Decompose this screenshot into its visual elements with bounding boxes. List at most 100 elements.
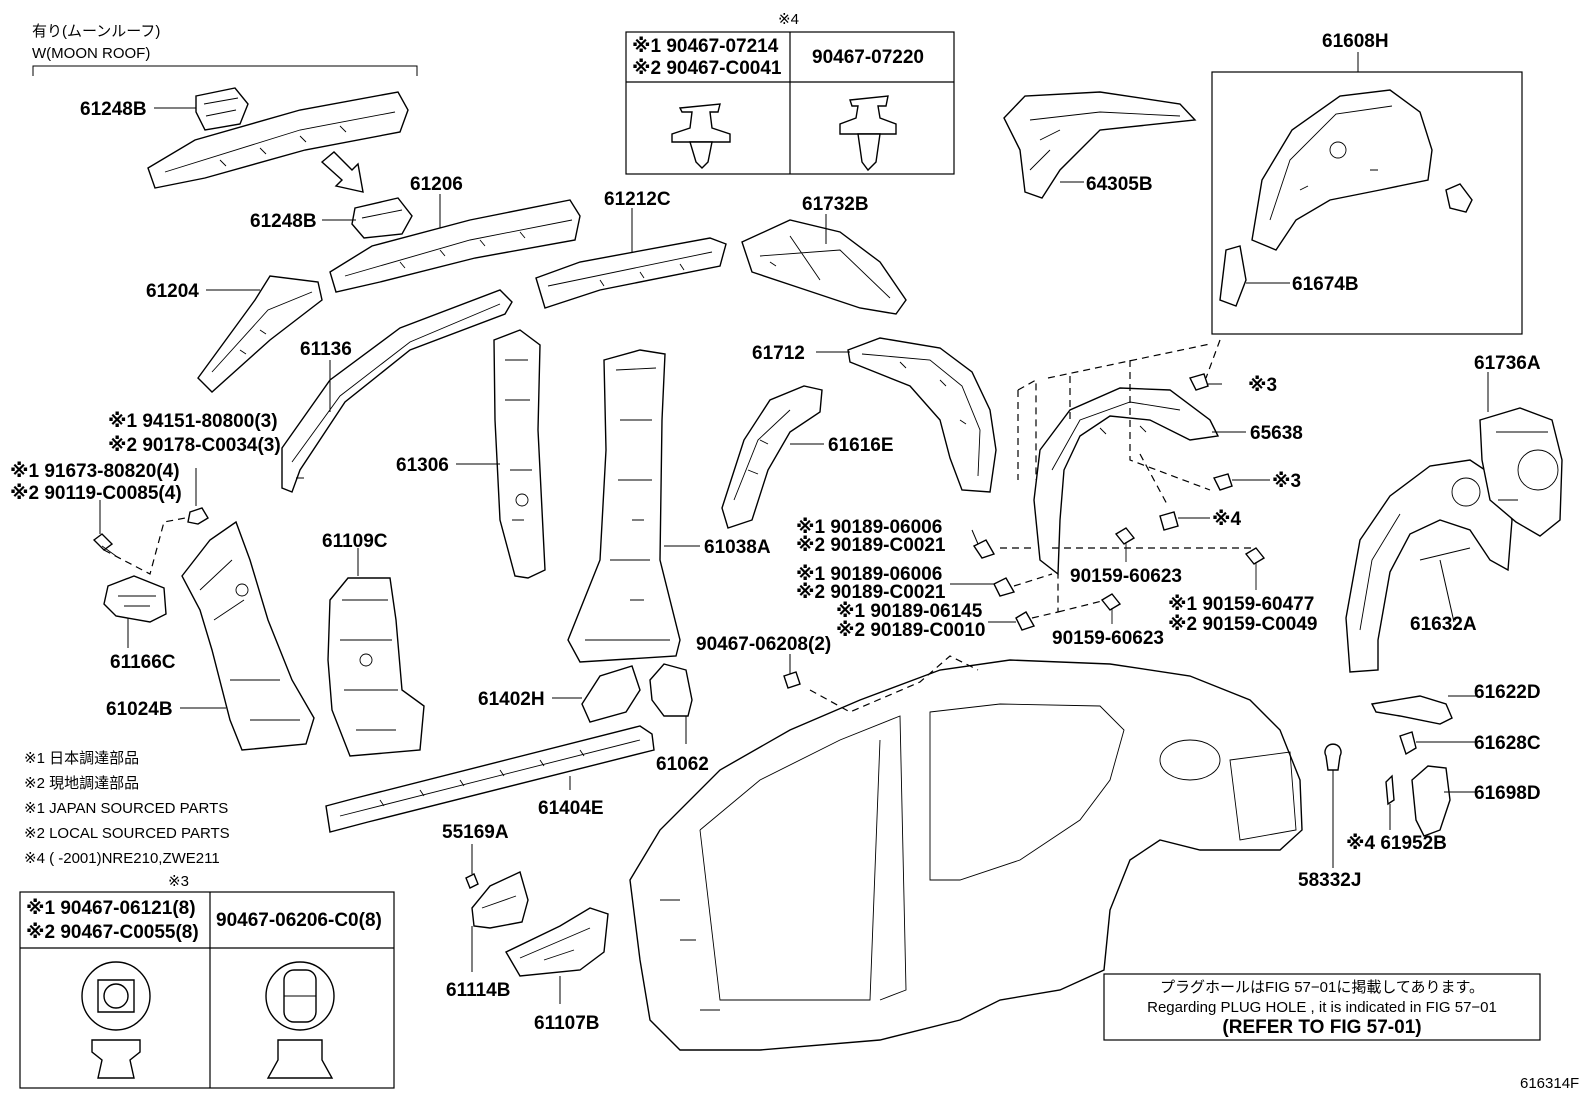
label-61109c: 61109C	[322, 531, 388, 552]
label-61107b: 61107B	[534, 1013, 600, 1034]
label-61632a: 61632A	[1410, 614, 1477, 635]
label-61628c: 61628C	[1474, 733, 1541, 754]
callout-90189-a: ※1 90189-06006 ※2 90189-C0021	[796, 517, 946, 556]
svg-text:※1 90467-07214: ※1 90467-07214	[632, 36, 779, 57]
center-pillar-outer-61038a	[567, 349, 681, 663]
bolt-90159-b	[1100, 593, 1122, 624]
bolt-90159-c	[1244, 547, 1266, 590]
body-side-outer	[629, 659, 1303, 1051]
nut-note3-b	[1212, 473, 1233, 491]
bracket-61628c	[1399, 731, 1417, 756]
svg-text:※1 94151-80800(3): ※1 94151-80800(3)	[108, 411, 278, 432]
label-note3-a: ※3	[1248, 375, 1277, 396]
callout-90189-c: ※1 90189-06145 ※2 90189-C0010	[836, 601, 985, 641]
part-labels: 61248B 61248B 61206 61204 61136 61212C 6…	[80, 31, 1541, 1034]
label-61616e: 61616E	[828, 435, 894, 456]
panel-61732b	[741, 219, 907, 315]
label-61038a: 61038A	[704, 537, 771, 558]
label-61024b: 61024B	[106, 699, 173, 720]
label-90467-06208: 90467-06208(2)	[696, 634, 831, 655]
label-61608h: 61608H	[1322, 31, 1389, 52]
bolt-90159-a	[1114, 527, 1136, 562]
svg-text:プラグホールはFIG 57−01に掲載してあります。: プラグホールはFIG 57−01に掲載してあります。	[1160, 979, 1484, 996]
svg-text:※2 90467-C0055(8): ※2 90467-C0055(8)	[26, 922, 199, 943]
svg-text:90467-07220: 90467-07220	[812, 47, 924, 68]
svg-text:※4 ( -2001)NRE210,ZWE21: ※4 ( -2001)NRE210,ZWE211	[24, 850, 220, 867]
bolt-91673	[92, 533, 117, 557]
nut-drawing-90467-06206	[265, 961, 335, 1079]
moon-roof-label-en: W(MOON ROOF)	[32, 45, 150, 62]
rocker-61404e	[325, 725, 655, 833]
svg-text:※2 90189-C0021: ※2 90189-C0021	[796, 582, 946, 603]
panel-61608h	[1251, 89, 1473, 251]
roof-header-61204	[197, 275, 323, 393]
clip-55169a	[465, 873, 479, 889]
bracket-61402h	[581, 665, 641, 723]
plug-58332j	[1324, 743, 1342, 771]
bracket-61698d	[1411, 765, 1451, 837]
table-note3: ※3 ※1 90467-06121(8) ※2 90467-C0055(8) 9…	[19, 873, 395, 1089]
roof-side-rail-61212c	[535, 237, 727, 309]
label-61212c: 61212C	[604, 189, 671, 210]
label-61712: 61712	[752, 343, 805, 364]
nut-drawing-90467-06121	[81, 961, 151, 1079]
bracket-61166c	[103, 575, 167, 623]
leader-lines	[99, 107, 1489, 709]
bracket-61062	[649, 663, 693, 717]
group-box-61608h	[1211, 71, 1523, 335]
svg-text:※2 90189-C0021: ※2 90189-C0021	[796, 535, 946, 556]
label-61732b: 61732B	[802, 194, 869, 215]
label-61674b: 61674B	[1292, 274, 1359, 295]
bracket-61107b	[505, 907, 609, 977]
table-note4-title: ※4	[778, 11, 799, 28]
label-90159-b: 90159-60623	[1052, 628, 1164, 649]
svg-text:※2 90467-C0041: ※2 90467-C0041	[632, 58, 782, 79]
label-61248b-top: 61248B	[80, 99, 147, 120]
bracket-61248b-top	[195, 87, 249, 131]
label-note4: ※4	[1212, 509, 1241, 530]
clip-drawing-90467-07214	[671, 103, 731, 169]
svg-text:※1 日本調達部品: ※1 日本調達部品	[24, 750, 139, 767]
roof-rail-front-moonroof	[147, 91, 409, 189]
moon-roof-bracket	[32, 65, 418, 76]
svg-text:※2 現地調達部品: ※2 現地調達部品	[24, 775, 139, 792]
svg-text:※1 90189-06006: ※1 90189-06006	[796, 517, 942, 538]
label-61248b-lower: 61248B	[250, 211, 317, 232]
clip-90189-a	[972, 539, 996, 559]
table-note3-title: ※3	[168, 873, 189, 890]
label-61952b: ※4 61952B	[1346, 833, 1447, 854]
svg-text:Regarding PLUG HOLE , it is: Regarding PLUG HOLE , it is indicated in…	[1147, 999, 1497, 1016]
label-90159-a: 90159-60623	[1070, 566, 1182, 587]
svg-text:※1 90189-06145: ※1 90189-06145	[836, 601, 983, 622]
center-pillar-inner-61306	[493, 329, 546, 579]
svg-text:※1 JAPAN SOURCED PARTS: ※1 JAPAN SOURCED PARTS	[24, 800, 228, 817]
label-61166c: 61166C	[110, 652, 176, 673]
nut-note4	[1159, 511, 1179, 531]
label-61404e: 61404E	[538, 798, 604, 819]
svg-text:※2 LOCAL SOURCED PARTS: ※2 LOCAL SOURCED PARTS	[24, 825, 230, 842]
roof-rail-61206	[329, 199, 581, 293]
label-65638: 65638	[1250, 423, 1303, 444]
label-61136: 61136	[300, 339, 352, 360]
label-58332j: 58332J	[1298, 870, 1361, 891]
front-pillar-61136	[281, 289, 513, 493]
callout-90189-b: ※1 90189-06006 ※2 90189-C0021	[796, 564, 946, 603]
label-64305b: 64305B	[1086, 174, 1153, 195]
dashed-guides-61166c	[103, 515, 197, 575]
rear-panel-61736a	[1479, 407, 1563, 537]
svg-text:※1 90189-06006: ※1 90189-06006	[796, 564, 942, 585]
pillar-reinforcement-61024b	[181, 520, 315, 751]
label-61306: 61306	[396, 455, 449, 476]
callout-90159: ※1 90159-60477 ※2 90159-C0049	[1168, 594, 1317, 635]
label-note3-b: ※3	[1272, 471, 1301, 492]
label-61062: 61062	[656, 754, 709, 775]
label-61736a: 61736A	[1474, 353, 1541, 374]
fender-liner-65638	[1033, 387, 1220, 576]
clip-drawing-90467-07220	[839, 95, 897, 172]
label-61698d: 61698D	[1474, 783, 1541, 804]
svg-text:※1 90159-60477: ※1 90159-60477	[1168, 594, 1314, 615]
svg-text:(REFER TO FIG 57-01): (REFER TO FIG 57-01)	[1222, 1017, 1421, 1038]
nut-94151	[187, 507, 209, 525]
svg-text:※2 90159-C0049: ※2 90159-C0049	[1168, 614, 1317, 635]
label-61206: 61206	[410, 174, 463, 195]
